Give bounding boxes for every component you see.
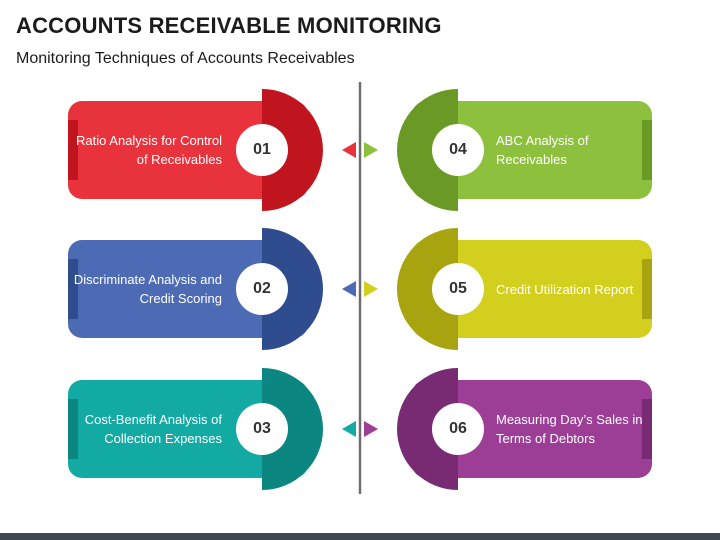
number-circle-01 — [236, 124, 288, 176]
arrow-04 — [364, 142, 378, 158]
number-circle-02 — [236, 263, 288, 315]
card-tab-04 — [642, 120, 652, 180]
card-04 — [412, 101, 652, 199]
arrow-03 — [342, 421, 356, 437]
arrow-06 — [364, 421, 378, 437]
arrow-01 — [342, 142, 356, 158]
item-number-03: 03 — [253, 420, 271, 437]
half-circle-03 — [262, 368, 323, 490]
half-circle-06 — [397, 368, 458, 490]
number-circle-05 — [432, 263, 484, 315]
footer-bar — [0, 533, 720, 540]
card-01 — [68, 101, 308, 199]
item-number-06: 06 — [449, 420, 467, 437]
card-tab-03 — [68, 399, 78, 459]
page-subtitle: Monitoring Techniques of Accounts Receiv… — [16, 50, 355, 67]
item-label-06: Measuring Day’s Sales in Terms of Debtor… — [496, 412, 643, 446]
item-label-01: Ratio Analysis for Control of Receivable… — [76, 133, 222, 167]
item-number-04: 04 — [449, 141, 467, 158]
card-tab-01 — [68, 120, 78, 180]
card-tab-02 — [68, 259, 78, 319]
item-label-05: Credit Utilization Report — [496, 281, 634, 297]
half-circle-04 — [397, 89, 458, 211]
item-label-02: Discriminate Analysis and Credit Scoring — [73, 272, 222, 306]
item-number-02: 02 — [253, 280, 271, 297]
arrow-02 — [342, 281, 356, 297]
item-label-03: Cost-Benefit Analysis of Collection Expe… — [84, 412, 222, 446]
number-circle-06 — [432, 403, 484, 455]
half-circle-01 — [262, 89, 323, 211]
card-tab-06 — [642, 399, 652, 459]
item-number-01: 01 — [253, 141, 271, 158]
page-title: ACCOUNTS RECEIVABLE MONITORING — [16, 13, 442, 38]
half-circle-05 — [397, 228, 458, 350]
half-circle-02 — [262, 228, 323, 350]
number-circle-04 — [432, 124, 484, 176]
card-05 — [412, 240, 652, 338]
number-circle-03 — [236, 403, 288, 455]
arrow-05 — [364, 281, 378, 297]
card-03 — [68, 380, 308, 478]
item-label-04: ABC Analysis of Receivables — [496, 133, 589, 167]
item-number-05: 05 — [449, 280, 467, 297]
card-tab-05 — [642, 259, 652, 319]
card-02 — [68, 240, 308, 338]
card-06 — [412, 380, 652, 478]
